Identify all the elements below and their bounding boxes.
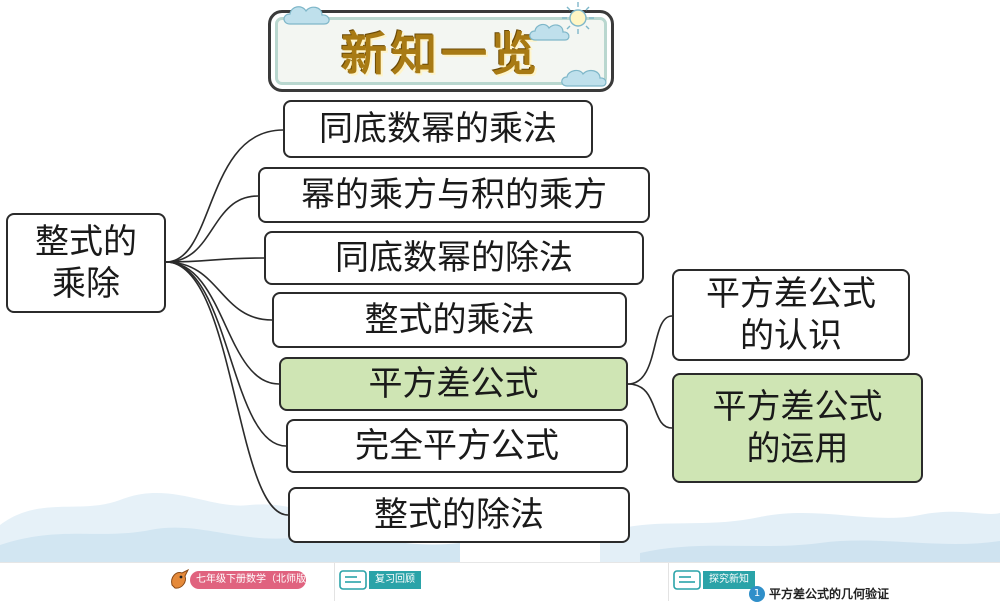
- cloud-icon: [529, 23, 570, 41]
- cloud-icon: [561, 69, 607, 87]
- branch-node-2: 幂的乘方与积的乘方: [258, 167, 650, 223]
- note-icon: [339, 570, 367, 590]
- footer-cell-explore[interactable]: 探究新知 1 平方差公式的几何验证: [668, 563, 1000, 602]
- connector-root-branch-3: [165, 257, 265, 263]
- root-node: 整式的 乘除: [6, 213, 166, 313]
- connector-root-branch-1: [165, 129, 284, 263]
- connector-branch5-sub-1: [627, 315, 673, 385]
- page-title: 新知一览: [341, 27, 541, 81]
- sub-node-recognize: 平方差公式 的认识: [672, 269, 910, 361]
- footer-cell-book: 七年级下册数学（北师版）: [168, 563, 328, 601]
- connector-root-branch-7: [165, 261, 289, 516]
- connector-root-branch-4: [165, 261, 273, 321]
- sub-node-apply: 平方差公式 的运用: [672, 373, 923, 483]
- sun-icon: [562, 2, 594, 34]
- connector-branch5-sub-2: [627, 383, 673, 429]
- footer-explore-tab[interactable]: 探究新知: [703, 571, 755, 589]
- connector-root-branch-5: [165, 261, 280, 385]
- footer-review-tab[interactable]: 复习回顾: [369, 571, 421, 589]
- bird-icon: [171, 568, 190, 589]
- branch-node-4: 整式的乘法: [272, 292, 627, 348]
- note-icon: [673, 570, 701, 590]
- footer-cell-review[interactable]: 复习回顾: [334, 563, 665, 601]
- connector-root-branch-6: [165, 261, 287, 447]
- cloud-icon: [283, 6, 330, 25]
- footer-bar: 七年级下册数学（北师版） 复习回顾 探究新知 1 平方差公式的几何验证: [0, 562, 1000, 602]
- branch-node-6: 完全平方公式: [286, 419, 628, 473]
- branch-node-3: 同底数幂的除法: [264, 231, 644, 285]
- branch-node-7: 整式的除法: [288, 487, 630, 543]
- connector-root-branch-2: [165, 195, 259, 263]
- footer-book-badge: 七年级下册数学（北师版）: [190, 571, 306, 589]
- branch-node-1: 同底数幂的乘法: [283, 100, 593, 158]
- branch-node-5: 平方差公式: [279, 357, 628, 411]
- point-number-badge: 1: [749, 586, 765, 602]
- title-banner: 新知一览: [268, 10, 614, 92]
- footer-point-text: 平方差公式的几何验证: [769, 587, 890, 601]
